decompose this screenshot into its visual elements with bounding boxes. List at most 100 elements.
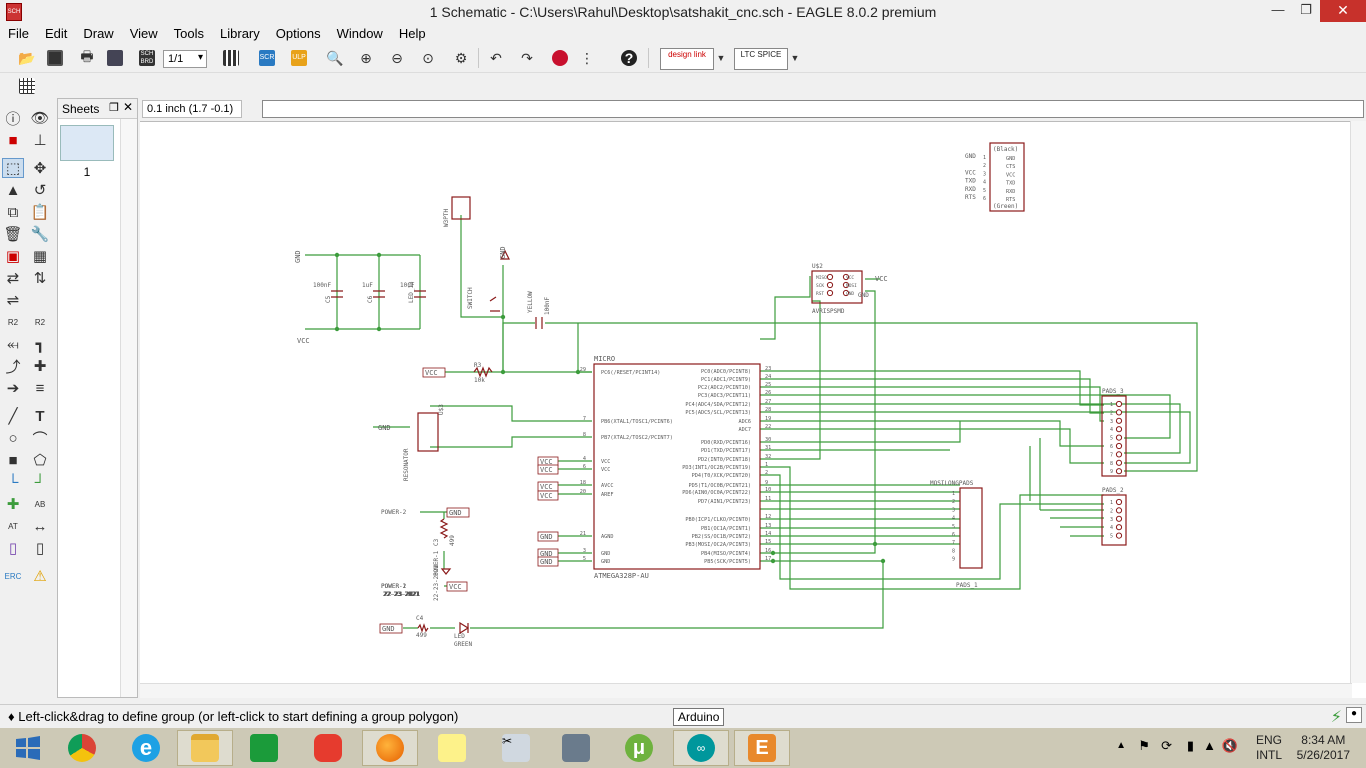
print-icon[interactable]: 🖶 <box>80 48 94 64</box>
close-button[interactable]: ✕ <box>1320 0 1366 22</box>
route-icon[interactable]: ➔ <box>6 380 20 397</box>
circle-icon[interactable]: ○ <box>8 429 18 447</box>
app-red-taskbar-icon[interactable] <box>300 730 356 766</box>
value-icon[interactable]: R2 <box>34 317 46 327</box>
invoke-icon[interactable]: ⇌ <box>6 292 20 309</box>
paste-icon[interactable]: 📋 <box>30 204 50 221</box>
run-ulp-icon[interactable]: SCR <box>256 47 278 69</box>
designlink-dropdown-icon[interactable]: ▼ <box>716 53 726 63</box>
menu-options[interactable]: Options <box>275 26 321 41</box>
ltspice-dropdown-icon[interactable]: ▼ <box>790 53 800 63</box>
ulp-icon[interactable]: ULP <box>288 47 310 69</box>
modulebox-icon[interactable]: ▯ <box>35 540 45 557</box>
stop-command-icon[interactable]: ● <box>1346 707 1362 723</box>
minimize-button[interactable]: — <box>1271 2 1285 17</box>
start-button[interactable] <box>0 730 56 766</box>
snipping-taskbar-icon[interactable]: ✂ <box>488 730 544 766</box>
junction-icon[interactable]: ✚ <box>6 496 20 513</box>
smash-icon[interactable]: ⬶ <box>6 335 19 353</box>
lightning-icon[interactable]: ⚡ <box>1330 709 1342 726</box>
name-icon[interactable]: R2 <box>7 317 19 327</box>
add-part-icon[interactable]: ▣ <box>5 248 21 265</box>
sheet-thumbnail[interactable] <box>60 125 114 161</box>
copy-icon[interactable]: ⧉ <box>7 203 19 221</box>
schematic-drawing[interactable]: MICROATMEGA328P-AUPC6(/RESET/PCINT14)29P… <box>140 122 1350 684</box>
menu-edit[interactable]: Edit <box>44 26 68 41</box>
info-icon[interactable]: ⓘ <box>5 110 21 128</box>
display-layers-icon[interactable]: ■ <box>8 131 18 149</box>
stop-icon[interactable] <box>549 47 571 69</box>
float-icon[interactable]: ❐ <box>109 102 119 114</box>
ie-taskbar-icon[interactable]: e <box>118 730 174 766</box>
grid-icon[interactable] <box>16 75 38 97</box>
optimize-icon[interactable]: ✚ <box>33 358 47 375</box>
sync-icon[interactable]: ⟳ <box>1161 738 1172 753</box>
eagle-app-icon[interactable]: SCH <box>6 3 22 21</box>
sheets-scrollbar[interactable] <box>120 119 137 697</box>
menu-help[interactable]: Help <box>398 26 426 41</box>
menu-library[interactable]: Library <box>220 26 260 41</box>
dimension-icon[interactable]: ↔ <box>32 517 48 535</box>
line-icon[interactable]: ╱ <box>8 408 18 425</box>
designlink-button[interactable]: design link <box>660 48 714 70</box>
sheet-select[interactable]: 1/1 <box>163 50 207 68</box>
firefox-taskbar-icon[interactable] <box>362 730 418 766</box>
arc-icon[interactable]: ⌒ <box>32 430 48 448</box>
menu-view[interactable]: View <box>129 26 158 41</box>
attribute-text-icon[interactable]: AT <box>8 521 18 531</box>
menu-tools[interactable]: Tools <box>173 26 205 41</box>
arduino-taskbar-icon[interactable]: ∞ <box>673 730 729 766</box>
battery-icon[interactable]: ▮ <box>1186 738 1194 753</box>
zoom-select-icon[interactable]: ⚙ <box>454 49 468 66</box>
attribute-icon[interactable]: ≡ <box>35 379 45 397</box>
frame-icon[interactable]: ▯ <box>8 540 18 557</box>
group-icon[interactable]: ⬚ <box>2 158 24 178</box>
eagle-taskbar-icon[interactable]: E <box>734 730 790 766</box>
warning-icon[interactable]: ⚠ <box>33 568 47 585</box>
chrome-taskbar-icon[interactable] <box>54 730 110 766</box>
split-icon[interactable]: ⤴ <box>5 358 21 376</box>
menu-draw[interactable]: Draw <box>83 26 114 41</box>
delete-icon[interactable]: 🗑 <box>3 226 23 243</box>
command-input[interactable] <box>262 100 1364 118</box>
menu-window[interactable]: Window <box>336 26 383 41</box>
sch-brd-switch-icon[interactable]: SCH BRD <box>139 50 155 66</box>
zoom-in-icon[interactable]: ⊕ <box>360 49 372 66</box>
help-icon[interactable]: ? <box>618 47 640 69</box>
tray-overflow-icon[interactable]: ▲ <box>1116 740 1126 751</box>
text-icon[interactable]: T <box>35 407 45 425</box>
gateswap-icon[interactable]: ⇅ <box>33 270 47 287</box>
mark-icon[interactable]: ⊥ <box>33 132 47 149</box>
bus-icon[interactable]: └ <box>7 473 19 491</box>
volume-icon[interactable]: 🔇 <box>1221 738 1238 753</box>
undo-icon[interactable]: ↶ <box>490 49 502 66</box>
show-icon[interactable]: 👁 <box>30 110 50 127</box>
erc-icon[interactable]: ERC <box>4 571 22 581</box>
script-icon[interactable] <box>220 47 242 69</box>
move-icon[interactable]: ✥ <box>33 160 47 177</box>
label-icon[interactable]: AB <box>34 499 46 509</box>
clock[interactable]: 8:34 AM 5/26/2017 <box>1297 733 1350 763</box>
rotate-icon[interactable]: ↺ <box>33 182 47 199</box>
zoom-redraw-icon[interactable]: ⊙ <box>422 49 434 66</box>
go-icon[interactable]: ⋮ <box>580 49 594 66</box>
open-icon[interactable]: 📂 <box>18 49 36 66</box>
replace-icon[interactable]: ⇄ <box>6 270 20 287</box>
zoom-fit-icon[interactable]: 🔍 <box>326 49 344 66</box>
polygon-icon[interactable]: ⬠ <box>33 452 47 469</box>
menu-file[interactable]: File <box>8 26 29 41</box>
redo-icon[interactable]: ↷ <box>521 49 533 66</box>
explorer-taskbar-icon[interactable] <box>177 730 233 766</box>
flag-icon[interactable]: ⚑ <box>1138 738 1150 753</box>
canvas-horizontal-scrollbar[interactable] <box>140 683 1352 698</box>
miter-icon[interactable]: ┓ <box>35 336 45 353</box>
stickynotes-taskbar-icon[interactable] <box>424 730 480 766</box>
canvas-vertical-scrollbar[interactable] <box>1350 121 1366 683</box>
restore-button[interactable]: ❐ <box>1300 2 1312 17</box>
ltspice-button[interactable]: LTC SPICE <box>734 48 788 70</box>
close-panel-icon[interactable]: ✕ <box>122 100 133 114</box>
pinswap-icon[interactable]: ▦ <box>32 248 48 265</box>
wifi-icon[interactable]: ▲ <box>1203 738 1216 753</box>
rect-icon[interactable]: ■ <box>8 451 18 469</box>
